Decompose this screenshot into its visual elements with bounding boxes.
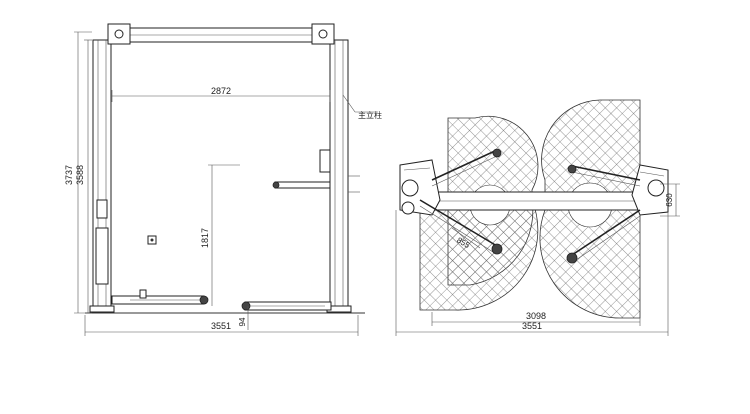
- dim-arm-spread: 3098: [431, 311, 641, 326]
- dim-top-total-width-label: 3551: [522, 321, 542, 331]
- control-box: [147, 235, 157, 245]
- overhead-beam: [107, 23, 335, 45]
- dim-top-total-width: 3551: [395, 210, 669, 336]
- dim-total-height: 3737: [64, 31, 92, 314]
- top-view: 855 630 3098 3551: [395, 99, 680, 336]
- dim-inner-width: 2872: [111, 86, 331, 102]
- right-column: [319, 39, 352, 313]
- dim-inner-width-label: 2872: [211, 86, 231, 96]
- dim-base-height: 94: [238, 306, 249, 330]
- top-right-arm-lower: [566, 209, 641, 264]
- dim-front-total-width-label: 3551: [211, 321, 231, 331]
- right-arm-sweep-area: [541, 99, 641, 199]
- top-left-arm-lower: [419, 199, 503, 255]
- dim-offset: 630: [660, 183, 680, 217]
- dim-base-height-label: 94: [238, 317, 247, 326]
- raised-arm-pad: [272, 175, 360, 193]
- dim-arm-height: 1817: [200, 164, 240, 306]
- left-column: [89, 39, 115, 313]
- top-left-column: [399, 159, 441, 216]
- dim-arm-height-label: 1817: [200, 228, 210, 248]
- dim-arm-spread-label: 3098: [526, 311, 546, 321]
- left-arm-sweep-area-lower: [419, 199, 539, 311]
- main-column-label: 主立柱: [358, 110, 382, 120]
- dim-offset-label: 630: [665, 193, 674, 207]
- dim-column-height: 3588: [75, 39, 92, 313]
- right-lift-arm: [241, 301, 332, 311]
- top-right-arm-upper: [567, 164, 641, 187]
- dim-column-height-label: 3588: [75, 165, 85, 185]
- dim-front-total-width: 3551: [84, 315, 359, 336]
- dim-total-height-label: 3737: [64, 165, 74, 185]
- front-view: 3737 3588 2872 1817 94: [64, 23, 382, 336]
- top-left-arm-upper: [431, 148, 502, 187]
- left-lift-arm: [111, 289, 209, 305]
- right-arm-sweep-area-lower: [539, 209, 641, 319]
- main-column-callout: 主立柱: [342, 94, 382, 120]
- top-right-column: [631, 164, 669, 216]
